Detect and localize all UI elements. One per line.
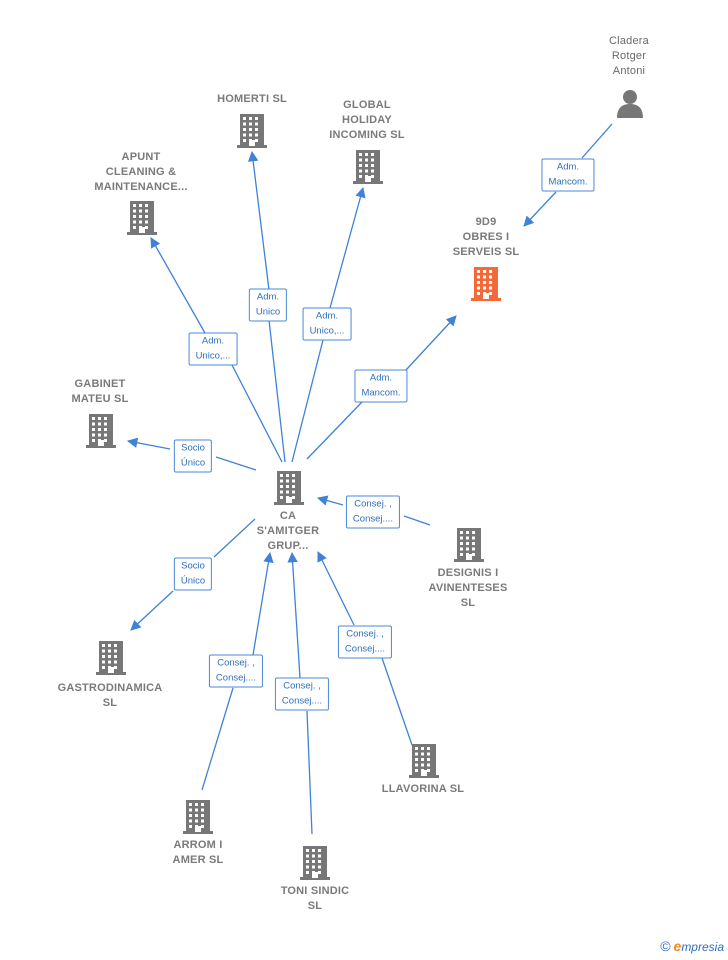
edge-line-llavorina2 [381,657,413,746]
edge-label-designis[interactable]: Consej. ,Consej.... [345,495,401,529]
building-icon-arrom[interactable] [182,798,214,839]
edge-line-arrom [252,551,274,656]
building-icon-center[interactable] [273,469,305,510]
edge-line-llavorina [317,551,355,626]
edge-line-gabinet [126,437,171,450]
building-icon-gastro[interactable] [95,639,127,680]
edge-line-apunt2 [231,364,283,463]
building-icon-designis[interactable] [453,526,485,567]
edge-line-designis [316,495,344,506]
copyright-icon: © [660,938,671,954]
building-icon-toni[interactable] [299,844,331,885]
edge-line-homerti2 [268,319,286,463]
edge-label-homerti[interactable]: Adm.Unico [248,288,288,322]
edge-label-toni-sindic[interactable]: Consej. ,Consej.... [274,677,330,711]
node-label-homerti[interactable]: HOMERTI SL [217,93,287,105]
building-icon-homerti[interactable] [236,112,268,153]
edge-line-toni2 [306,710,313,835]
building-icon-obres[interactable] [470,265,502,306]
edge-line-gastro2 [213,518,256,558]
building-icon-gabinet[interactable] [85,412,117,453]
edge-label-arrom[interactable]: Consej. ,Consej.... [208,654,264,688]
node-label-llavorina[interactable]: LLAVORINA SL [381,783,465,795]
edge-line-toni [287,551,301,679]
edge-line-obres2 [306,401,363,460]
edge-line-cladera [581,123,613,159]
person-icon-cladera[interactable] [615,88,645,123]
edge-line-obres [405,315,457,371]
building-icon-apunt[interactable] [126,199,158,240]
building-icon-llavorina[interactable] [408,742,440,783]
edge-line-designis2 [403,515,431,526]
building-icon-global[interactable] [352,148,384,189]
edge-label-cladera[interactable]: Adm.Mancom. [541,158,595,192]
edge-label-llavorina[interactable]: Consej. ,Consej.... [337,625,393,659]
empresia-brand[interactable]: © empresia [660,938,724,954]
brand-name: mpresia [681,940,724,954]
edge-line-homerti [247,150,270,291]
edge-line-cladera2 [523,191,557,227]
edge-label-9d9-obres[interactable]: Adm.Mancom. [354,369,408,403]
edge-line-global [329,186,366,309]
edge-label-global-holiday[interactable]: Adm.Unico,... [302,307,352,341]
brand-initial: e [673,938,682,954]
edge-line-arrom2 [201,687,234,791]
edge-line-apunt [150,237,206,334]
edge-line-gastro [130,590,174,631]
edge-line-global2 [291,339,324,463]
edge-label-apunt[interactable]: Adm.Unico,... [188,332,238,366]
edge-line-gabinet2 [215,456,257,471]
